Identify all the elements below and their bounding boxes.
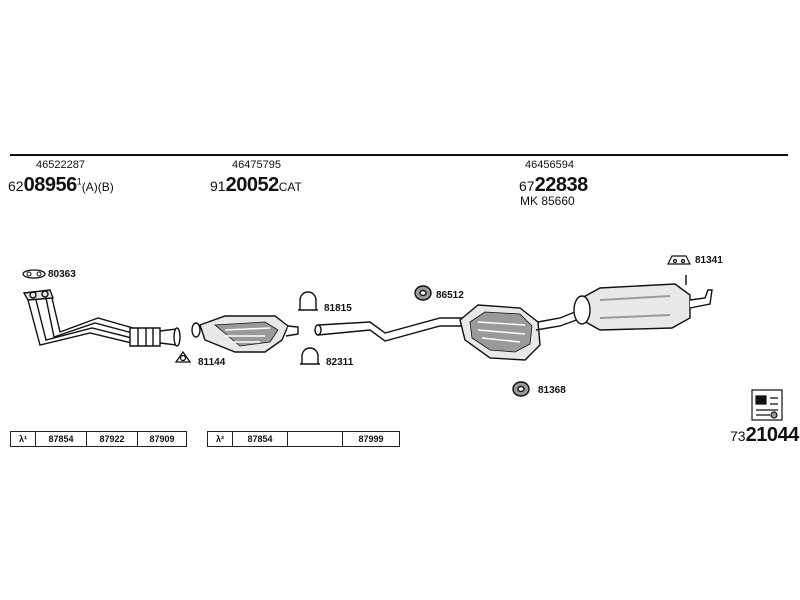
catalytic-converter-icon (191, 315, 299, 353)
group2-main: 20052 (225, 174, 280, 196)
sensor-table-2: λ² 87854 87999 (207, 431, 400, 447)
group2-part-number: 46475795 (232, 159, 281, 171)
group3-kit-label: MK 85660 (520, 194, 575, 208)
clamp-81815-icon (298, 291, 318, 311)
rear-muffler-icon (573, 275, 713, 331)
group2-prefix: 91 (210, 178, 226, 194)
table2-cell (288, 432, 343, 446)
part-label-86512: 86512 (436, 290, 464, 301)
reference-stamp-icon (751, 389, 783, 421)
part-label-81341: 81341 (695, 255, 723, 266)
group2-order-number: 9120052CAT (210, 174, 302, 197)
part-label-82311: 82311 (326, 357, 354, 368)
top-rule (10, 154, 788, 156)
reference-number: 7321044 (730, 424, 799, 447)
part-label-81144: 81144 (198, 357, 226, 368)
gasket-81144-icon (174, 350, 192, 363)
sensor-table-1: λ¹ 87854 87922 87909 (10, 431, 187, 447)
hanger-86512-icon (414, 285, 432, 301)
center-muffler-icon (459, 304, 583, 361)
table1-lambda: λ¹ (11, 432, 36, 446)
group3-part-number: 46456594 (525, 159, 574, 171)
group1-order-number: 62089561(A)(B) (8, 174, 114, 197)
group2-suffix: CAT (278, 180, 302, 194)
group1-sup: 1 (76, 176, 82, 187)
group3-order-number: 6722838 (519, 174, 588, 197)
table2-cell: 87854 (233, 432, 288, 446)
group1-part-number: 46522287 (36, 159, 85, 171)
group1-prefix: 62 (8, 178, 24, 194)
group1-suffix: (A)(B) (81, 180, 114, 194)
table2-cell: 87999 (358, 434, 384, 444)
group3-main: 22838 (534, 174, 589, 196)
reference-main: 21044 (745, 424, 800, 446)
front-pipe-icon (22, 289, 181, 347)
part-label-81815: 81815 (324, 303, 352, 314)
table1-cell: 87854 (36, 432, 87, 446)
gasket-80363-icon (22, 269, 46, 279)
table1-cell: 87922 (87, 432, 138, 446)
intermediate-pipe-icon (314, 317, 470, 342)
clamp-82311-icon (300, 347, 320, 365)
table2-lambda: λ² (208, 432, 233, 446)
hanger-81341-icon (667, 255, 691, 265)
group3-prefix: 67 (519, 178, 535, 194)
part-label-81368: 81368 (538, 385, 566, 396)
group1-main: 08956 (23, 174, 78, 196)
reference-prefix: 73 (730, 428, 746, 444)
part-label-80363: 80363 (48, 269, 76, 280)
table1-cell: 87909 (149, 434, 175, 444)
hanger-81368-icon (512, 381, 530, 397)
